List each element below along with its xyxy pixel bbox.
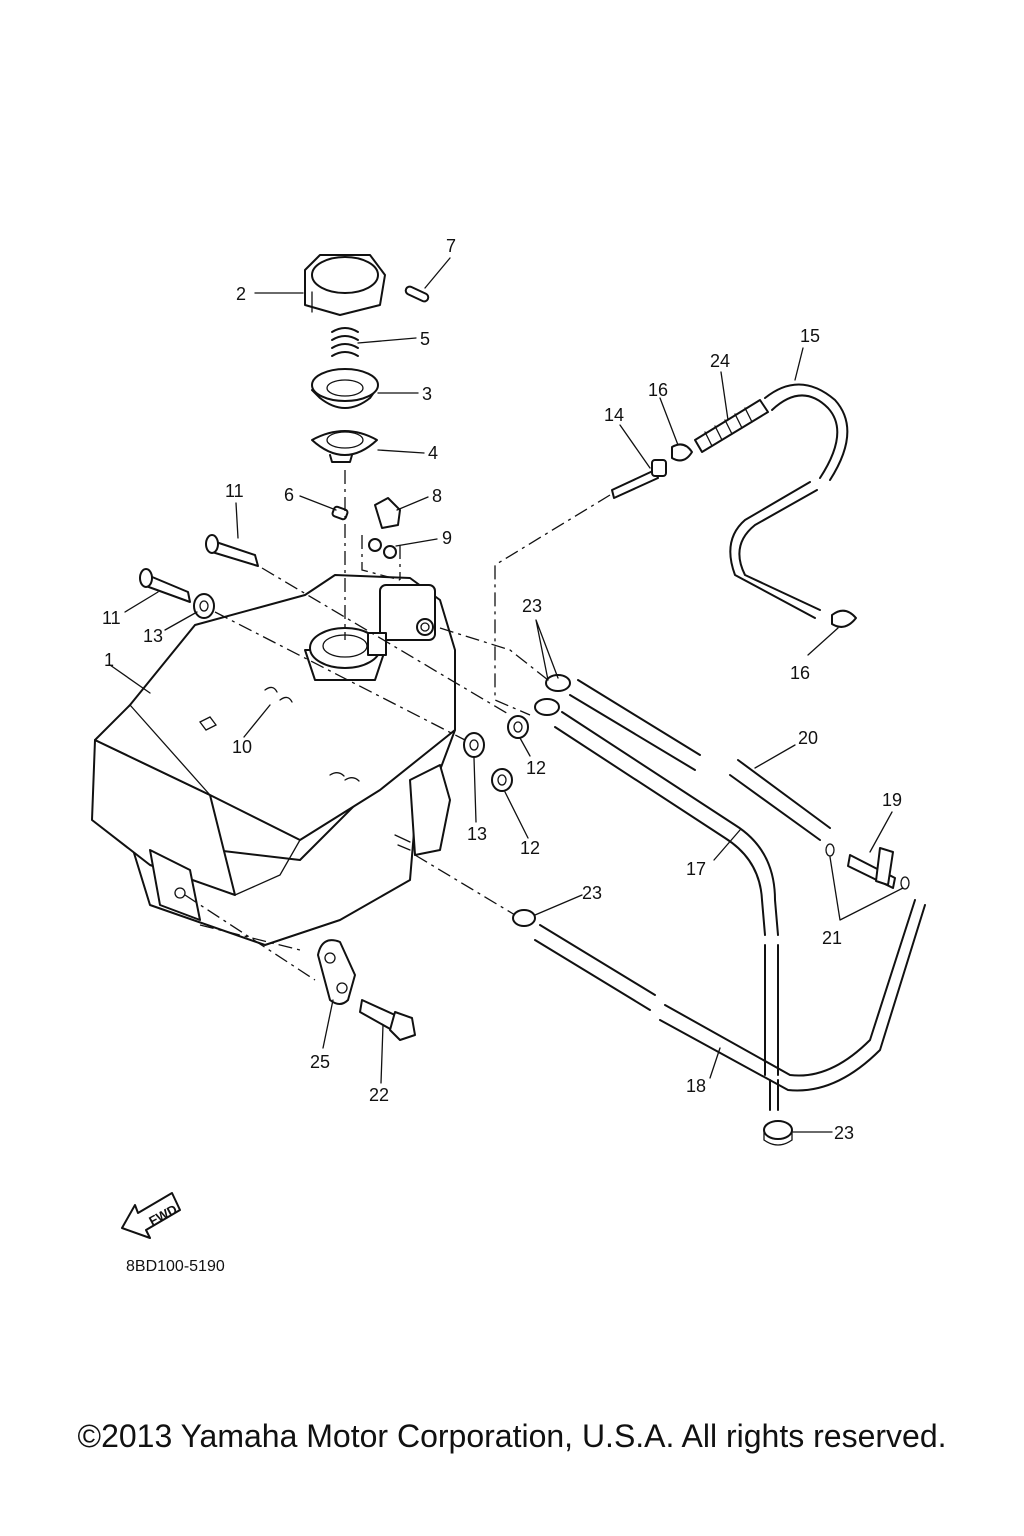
joint-19 bbox=[847, 847, 896, 889]
callout-19: 19 bbox=[882, 790, 902, 810]
callout-3: 3 bbox=[422, 384, 432, 404]
grommet-12-upper bbox=[507, 715, 529, 739]
clamp-9 bbox=[368, 538, 397, 559]
clamp-23-c bbox=[512, 909, 536, 927]
callout-21: 21 bbox=[822, 928, 842, 948]
callout-11-upper: 11 bbox=[225, 481, 244, 501]
clamp-23-d bbox=[763, 1120, 793, 1146]
callout-24: 24 bbox=[710, 351, 730, 371]
callout-16-upper: 16 bbox=[648, 380, 668, 400]
callout-6: 6 bbox=[284, 485, 294, 505]
fwd-arrow-icon: FWD bbox=[121, 1192, 181, 1239]
oil-tank bbox=[91, 574, 456, 946]
small-pin bbox=[331, 505, 349, 521]
callout-23-upper: 23 bbox=[522, 596, 542, 616]
bracket-25 bbox=[317, 939, 356, 1005]
callout-22: 22 bbox=[369, 1085, 389, 1105]
bolt-22 bbox=[359, 999, 416, 1041]
gasket bbox=[311, 430, 378, 463]
callout-11-lower: 11 bbox=[102, 608, 121, 628]
copyright-notice: ©2013 Yamaha Motor Corporation, U.S.A. A… bbox=[77, 1418, 947, 1454]
callout-18: 18 bbox=[686, 1076, 706, 1096]
bolt-14 bbox=[611, 459, 667, 499]
callout-1: 1 bbox=[104, 650, 114, 670]
spring-guard-24 bbox=[694, 399, 769, 453]
leader-lines bbox=[109, 257, 904, 1133]
washer-13-upper bbox=[193, 593, 215, 619]
callout-5: 5 bbox=[420, 329, 430, 349]
pin bbox=[404, 285, 430, 303]
callout-4: 4 bbox=[428, 443, 438, 463]
part-code: 8BD100-5190 bbox=[126, 1258, 225, 1275]
callout-25: 25 bbox=[310, 1052, 330, 1072]
clamp-16-lower bbox=[831, 609, 857, 628]
cap-seat bbox=[311, 368, 379, 409]
bolt-11-upper bbox=[205, 534, 259, 567]
hose-18 bbox=[534, 899, 926, 1092]
callout-9: 9 bbox=[442, 528, 452, 548]
hose-20 bbox=[569, 679, 831, 841]
grommet-12-lower bbox=[491, 768, 513, 792]
callout-8: 8 bbox=[432, 486, 442, 506]
filler-cap bbox=[304, 254, 386, 316]
clip-8 bbox=[374, 497, 401, 529]
breather-hose-15 bbox=[729, 383, 849, 619]
clamp-23-b bbox=[534, 698, 560, 716]
clamp-23-a bbox=[545, 674, 571, 692]
callout-15: 15 bbox=[800, 326, 820, 346]
callout-16-lower: 16 bbox=[790, 663, 810, 683]
callout-17: 17 bbox=[686, 859, 706, 879]
spring bbox=[331, 327, 359, 357]
callout-12-upper: 12 bbox=[526, 758, 546, 778]
callout-20: 20 bbox=[798, 728, 818, 748]
callout-2: 2 bbox=[236, 284, 246, 304]
callout-7: 7 bbox=[446, 236, 456, 256]
callout-23-lower: 23 bbox=[834, 1123, 854, 1143]
callout-14: 14 bbox=[604, 405, 624, 425]
hose-17 bbox=[554, 711, 779, 1111]
callout-10: 10 bbox=[232, 737, 252, 757]
callout-13-lower: 13 bbox=[467, 824, 487, 844]
clip-21 bbox=[825, 843, 910, 890]
callout-12-lower: 12 bbox=[520, 838, 540, 858]
bolt-11-lower bbox=[139, 568, 191, 603]
callout-numbers: 1 2 3 4 5 6 7 8 9 10 11 11 12 12 13 13 1… bbox=[102, 236, 902, 1143]
washer-13-lower bbox=[463, 732, 485, 758]
clamp-16-upper bbox=[671, 443, 693, 462]
callout-23-middle: 23 bbox=[582, 883, 602, 903]
callout-13-upper: 13 bbox=[143, 626, 163, 646]
